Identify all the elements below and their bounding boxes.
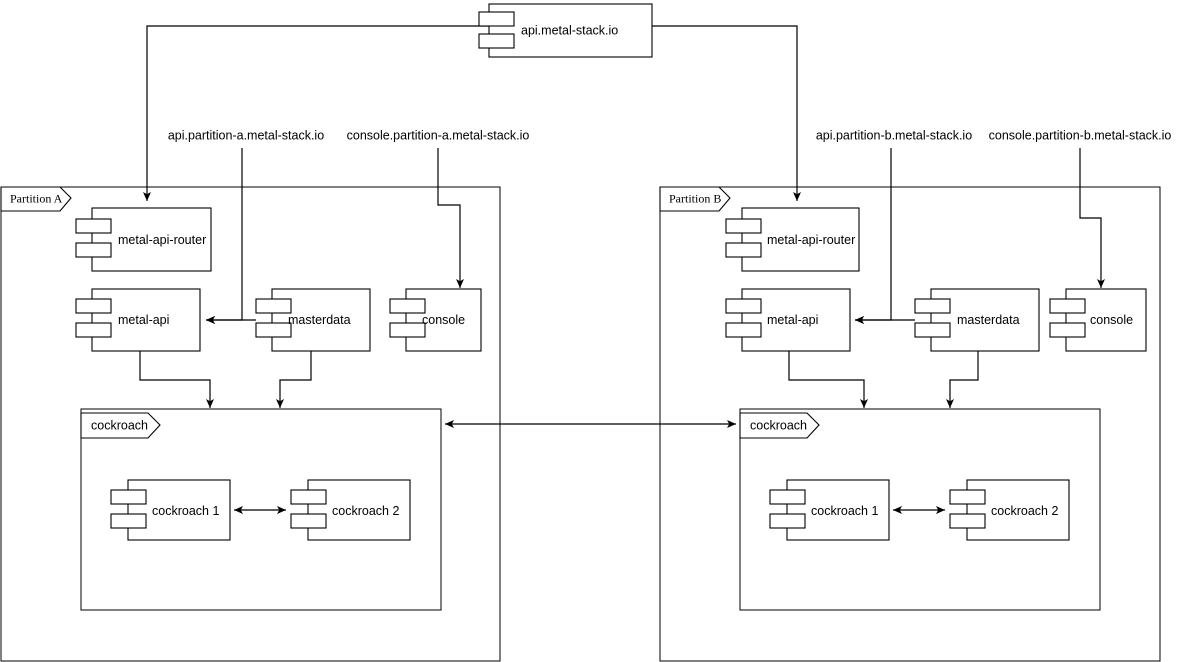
endpoint-label-console-partition-b: console.partition-b.metal-stack.io xyxy=(989,128,1172,142)
connector-console-b-to-console-b xyxy=(1079,148,1105,288)
node-label: cockroach 2 xyxy=(332,504,399,518)
node-label: masterdata xyxy=(957,313,1020,327)
node-api-metal-stack-io[interactable]: api.metal-stack.io xyxy=(478,3,653,58)
node-partition-a-cockroach-2[interactable]: cockroach 2 xyxy=(290,479,411,541)
connector-metal-api-a-to-cockroach-a xyxy=(139,351,214,408)
connector-console-a-to-console-a xyxy=(437,148,464,288)
node-label: cockroach 2 xyxy=(991,504,1058,518)
connector-metal-api-b-to-cockroach-b xyxy=(788,351,868,408)
node-label: console xyxy=(422,313,465,327)
connector-api-b-to-metal-api-b xyxy=(855,148,892,324)
node-label: metal-api xyxy=(767,313,818,327)
node-label: metal-api xyxy=(118,313,169,327)
node-partition-b-metal-api-router[interactable]: metal-api-router xyxy=(725,207,860,272)
node-partition-b-masterdata[interactable]: masterdata xyxy=(914,288,1040,352)
node-label: api.metal-stack.io xyxy=(521,23,618,37)
node-partition-b-metal-api[interactable]: metal-api xyxy=(725,288,851,352)
container-partition-a-cockroach: cockroach xyxy=(80,408,442,611)
node-partition-a-console[interactable]: console xyxy=(389,288,482,352)
container-partition-b-cockroach: cockroach xyxy=(739,408,1101,611)
partition-a-label: Partition A xyxy=(10,191,63,205)
connector-root-to-router-b xyxy=(652,25,801,201)
endpoint-label-console-partition-a: console.partition-a.metal-stack.io xyxy=(347,128,530,142)
node-label: metal-api-router xyxy=(118,233,206,247)
node-label: metal-api-router xyxy=(767,233,855,247)
container-label: cockroach xyxy=(91,418,148,432)
node-partition-b-console[interactable]: console xyxy=(1049,288,1147,352)
node-label: cockroach 1 xyxy=(811,504,878,518)
partition-a-boundary: Partition A xyxy=(0,186,501,662)
node-partition-a-masterdata[interactable]: masterdata xyxy=(255,288,371,352)
connector-masterdata-a-to-cockroach-a xyxy=(276,351,312,408)
endpoint-label-api-partition-a: api.partition-a.metal-stack.io xyxy=(168,128,324,142)
node-partition-b-cockroach-1[interactable]: cockroach 1 xyxy=(769,479,890,541)
node-partition-a-metal-api-router[interactable]: metal-api-router xyxy=(75,207,212,272)
node-label: cockroach 1 xyxy=(152,504,219,518)
partition-b-label: Partition B xyxy=(669,191,721,205)
partition-b-boundary: Partition B xyxy=(659,186,1161,662)
node-partition-a-cockroach-1[interactable]: cockroach 1 xyxy=(110,479,231,541)
node-label: console xyxy=(1090,313,1133,327)
connector-masterdata-b-to-cockroach-b xyxy=(946,351,979,408)
connector-root-to-router-a xyxy=(143,25,489,201)
node-partition-b-cockroach-2[interactable]: cockroach 2 xyxy=(949,479,1070,541)
connectors xyxy=(139,25,1105,514)
container-label: cockroach xyxy=(750,418,807,432)
node-label: masterdata xyxy=(288,313,351,327)
endpoint-label-api-partition-b: api.partition-b.metal-stack.io xyxy=(816,128,972,142)
node-partition-a-metal-api[interactable]: metal-api xyxy=(75,288,201,352)
